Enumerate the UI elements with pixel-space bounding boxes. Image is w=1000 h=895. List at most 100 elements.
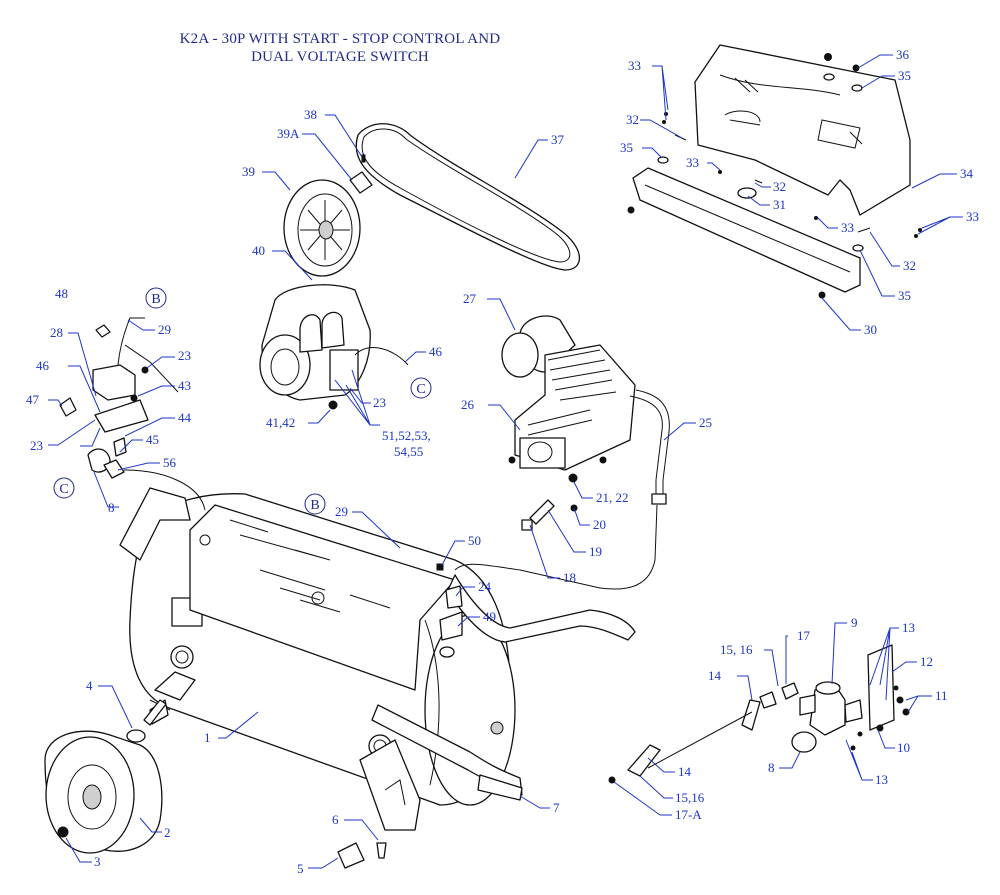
tank-fitting bbox=[439, 611, 463, 641]
connector-c-switch: C bbox=[53, 477, 75, 499]
belt bbox=[355, 123, 581, 271]
tank bbox=[119, 487, 516, 831]
label-49: 49 bbox=[483, 609, 496, 624]
label-15-16-lower: 15,16 bbox=[675, 790, 705, 805]
callout-labels: 1 2 3 4 5 6 7 8 8 9 10 11 12 13 13 14 14… bbox=[26, 47, 979, 876]
label-8-regulator: 8 bbox=[768, 760, 775, 775]
label-23-switch: 23 bbox=[30, 438, 43, 453]
svg-text:B: B bbox=[151, 292, 160, 307]
drain-cap bbox=[337, 842, 365, 869]
label-8: 8 bbox=[108, 500, 115, 515]
label-20: 20 bbox=[593, 517, 606, 532]
label-43: 43 bbox=[178, 378, 191, 393]
label-31: 31 bbox=[773, 197, 786, 212]
check-valve bbox=[445, 585, 463, 609]
label-15-16-upper: 15, 16 bbox=[720, 642, 753, 657]
label-6: 6 bbox=[332, 812, 339, 827]
pulley bbox=[283, 179, 361, 277]
label-23-motor: 23 bbox=[373, 395, 386, 410]
label-28: 28 bbox=[50, 325, 63, 340]
label-18: 18 bbox=[563, 570, 576, 585]
label-14-upper: 14 bbox=[708, 668, 722, 683]
label-50: 50 bbox=[468, 533, 481, 548]
label-44: 44 bbox=[178, 410, 192, 425]
label-24: 24 bbox=[478, 579, 492, 594]
label-33-right: 33 bbox=[966, 209, 979, 224]
label-35-bottom: 35 bbox=[898, 288, 911, 303]
label-36: 36 bbox=[896, 47, 910, 62]
pulley-key bbox=[361, 154, 366, 163]
label-4: 4 bbox=[86, 678, 93, 693]
label-19: 19 bbox=[589, 544, 602, 559]
label-3: 3 bbox=[94, 854, 101, 869]
connector-b-tank: B bbox=[304, 493, 326, 515]
label-34: 34 bbox=[960, 166, 974, 181]
label-38: 38 bbox=[304, 107, 317, 122]
guard-bracket bbox=[627, 167, 861, 299]
drain-valve bbox=[376, 842, 387, 859]
label-26: 26 bbox=[461, 397, 475, 412]
label-45: 45 bbox=[146, 432, 159, 447]
label-23-top: 23 bbox=[178, 348, 191, 363]
connector-b-top: B bbox=[145, 287, 167, 309]
label-7: 7 bbox=[553, 800, 560, 815]
diagram-title-line-1: K2A - 30P WITH START - STOP CONTROL AND bbox=[179, 31, 501, 47]
label-10: 10 bbox=[897, 740, 910, 755]
label-32-left: 32 bbox=[626, 112, 639, 127]
label-12: 12 bbox=[920, 654, 933, 669]
label-27: 27 bbox=[463, 291, 477, 306]
label-11: 11 bbox=[935, 688, 948, 703]
label-33-bracket: 33 bbox=[841, 220, 854, 235]
label-37: 37 bbox=[551, 132, 565, 147]
label-29-tank: 29 bbox=[335, 504, 348, 519]
label-48: 48 bbox=[55, 286, 68, 301]
label-35-top: 35 bbox=[898, 68, 911, 83]
wheel bbox=[44, 730, 163, 854]
label-47: 47 bbox=[26, 392, 40, 407]
washer bbox=[126, 729, 146, 743]
label-33-top: 33 bbox=[628, 58, 641, 73]
handle-tube bbox=[371, 574, 636, 801]
regulator-assembly bbox=[608, 644, 895, 784]
label-56: 56 bbox=[163, 455, 177, 470]
label-13-lower: 13 bbox=[875, 772, 888, 787]
label-5: 5 bbox=[297, 861, 304, 876]
label-39a: 39A bbox=[277, 126, 300, 141]
label-32-right: 32 bbox=[903, 258, 916, 273]
diagram-title-line-2: DUAL VOLTAGE SWITCH bbox=[251, 49, 429, 65]
label-2: 2 bbox=[164, 825, 171, 840]
label-35-left: 35 bbox=[620, 140, 633, 155]
axle-pin bbox=[143, 699, 167, 726]
discharge-tube bbox=[629, 395, 663, 495]
pulley-hub bbox=[349, 171, 373, 194]
breather-tube bbox=[529, 499, 555, 525]
label-14-lower: 14 bbox=[678, 764, 692, 779]
motor bbox=[259, 284, 409, 410]
svg-text:B: B bbox=[310, 498, 319, 513]
label-41-42: 41,42 bbox=[266, 415, 295, 430]
label-21-22: 21, 22 bbox=[596, 490, 629, 505]
label-32-mid: 32 bbox=[773, 179, 786, 194]
label-29-top: 29 bbox=[158, 322, 171, 337]
label-17-a: 17-A bbox=[675, 807, 702, 822]
label-17: 17 bbox=[797, 628, 811, 643]
label-1: 1 bbox=[204, 730, 211, 745]
label-46-motor: 46 bbox=[429, 344, 443, 359]
leader-lines bbox=[48, 54, 963, 869]
belt-guard bbox=[694, 44, 911, 216]
label-51-53: 51,52,53, bbox=[382, 428, 431, 443]
pressure-switch-assembly bbox=[59, 317, 179, 479]
svg-text:C: C bbox=[416, 382, 425, 397]
connector-c-motor: C bbox=[410, 377, 432, 399]
label-25: 25 bbox=[699, 415, 712, 430]
label-13-upper: 13 bbox=[902, 620, 915, 635]
label-39: 39 bbox=[242, 164, 255, 179]
label-33-mid: 33 bbox=[686, 155, 699, 170]
label-46-switch: 46 bbox=[36, 358, 50, 373]
svg-text:C: C bbox=[59, 482, 68, 497]
breather-cap bbox=[521, 519, 533, 531]
label-54-55: 54,55 bbox=[394, 444, 423, 459]
nut bbox=[57, 826, 69, 838]
